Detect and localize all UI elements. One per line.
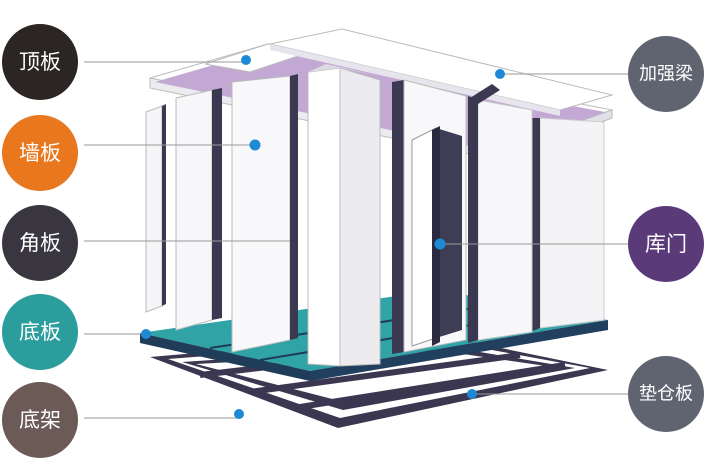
label-text-pad-board: 垫仓板 bbox=[639, 384, 693, 405]
label-text-wall-panel: 墙板 bbox=[19, 141, 61, 165]
label-text-reinforcing-beam: 加强梁 bbox=[639, 64, 693, 85]
label-text-bottom-panel: 底板 bbox=[19, 320, 61, 344]
label-wall-panel: 墙板 bbox=[2, 115, 78, 191]
label-circle-base-frame bbox=[2, 382, 78, 458]
label-text-door: 库门 bbox=[645, 232, 687, 256]
marker-dot-bottom-panel bbox=[141, 329, 151, 339]
label-circle-door bbox=[628, 206, 704, 282]
door-structure bbox=[392, 79, 467, 354]
label-circle-wall-panel bbox=[2, 115, 78, 191]
corner-panel-structure bbox=[307, 64, 381, 367]
label-top-panel: 顶板 bbox=[2, 24, 78, 100]
marker-dot-door bbox=[434, 238, 446, 250]
label-base-frame: 底架 bbox=[2, 382, 78, 458]
marker-dot-top-panel bbox=[241, 55, 251, 65]
label-door: 库门 bbox=[628, 206, 704, 282]
marker-dot-wall-panel bbox=[249, 139, 261, 151]
label-circle-bottom-panel bbox=[2, 294, 78, 370]
wall-panel-structure bbox=[145, 74, 298, 353]
label-circle-top-panel bbox=[2, 24, 78, 100]
label-corner-panel: 角板 bbox=[2, 205, 78, 281]
back-wall-panels bbox=[468, 84, 605, 343]
label-text-base-frame: 底架 bbox=[19, 408, 61, 432]
label-reinforcing-beam: 加强梁 bbox=[628, 36, 704, 112]
label-circle-pad-board bbox=[628, 356, 704, 432]
marker-dot-base-frame bbox=[234, 409, 244, 419]
label-pad-board: 垫仓板 bbox=[628, 356, 704, 432]
label-bottom-panel: 底板 bbox=[2, 294, 78, 370]
marker-dot-pad-board bbox=[467, 389, 477, 399]
leader-lines bbox=[84, 61, 630, 419]
label-text-corner-panel: 角板 bbox=[19, 231, 61, 255]
label-text-top-panel: 顶板 bbox=[19, 50, 61, 74]
marker-dot-reinforcing-beam bbox=[495, 69, 505, 79]
label-circle-reinforcing-beam bbox=[628, 36, 704, 112]
marker-dots bbox=[141, 55, 505, 419]
label-circle-corner-panel bbox=[2, 205, 78, 281]
